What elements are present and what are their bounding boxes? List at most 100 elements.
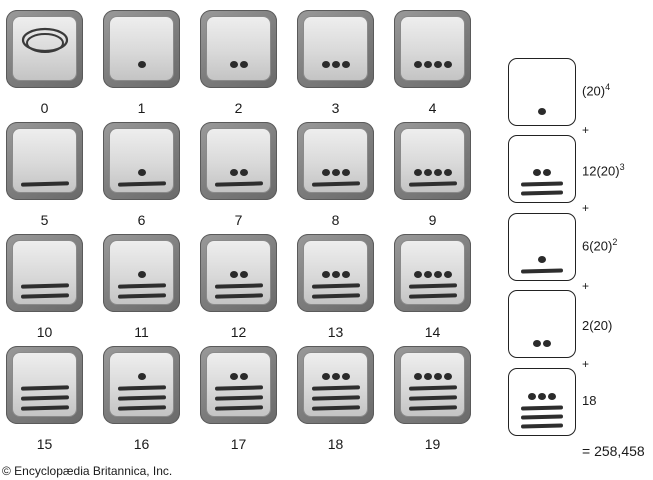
numeral-bar bbox=[312, 181, 360, 186]
numeral-tile bbox=[6, 234, 83, 312]
numeral-bar bbox=[215, 181, 263, 186]
numeral-dot bbox=[434, 169, 442, 176]
numeral-dot bbox=[543, 169, 551, 176]
numeral-dot bbox=[138, 61, 146, 68]
numeral-tile bbox=[200, 10, 277, 88]
numeral-bar bbox=[409, 405, 457, 410]
numeral-label: 19 bbox=[394, 436, 471, 452]
example-total: = 258,458 bbox=[582, 443, 645, 459]
numeral-bar bbox=[312, 283, 360, 288]
numeral-bar bbox=[21, 181, 69, 186]
numeral-dot bbox=[342, 169, 350, 176]
numeral-bar bbox=[21, 283, 69, 288]
numeral-dot bbox=[322, 61, 330, 68]
numeral-bar bbox=[409, 181, 457, 186]
example-glyph-box bbox=[508, 368, 576, 436]
numeral-dot bbox=[240, 61, 248, 68]
numeral-dot bbox=[342, 271, 350, 278]
numeral-tile bbox=[394, 346, 471, 424]
numeral-dot bbox=[424, 169, 432, 176]
example-term: 18 bbox=[582, 393, 596, 408]
numeral-tile bbox=[103, 234, 180, 312]
term-text: 2(20) bbox=[582, 318, 612, 333]
plus-sign: + bbox=[582, 279, 589, 293]
numeral-dot bbox=[533, 169, 541, 176]
numeral-bar bbox=[409, 385, 457, 390]
numeral-tile-face bbox=[401, 17, 464, 80]
numeral-bar bbox=[118, 385, 166, 390]
numeral-tile-face bbox=[304, 129, 367, 192]
term-exponent: 4 bbox=[605, 82, 610, 92]
term-text: 18 bbox=[582, 393, 596, 408]
numeral-tile-face bbox=[401, 353, 464, 416]
numeral-bar bbox=[21, 405, 69, 410]
shell-zero-icon bbox=[21, 27, 69, 57]
numeral-tile-face bbox=[110, 129, 173, 192]
plus-sign: + bbox=[582, 201, 589, 215]
numeral-dot bbox=[538, 393, 546, 400]
example-glyph-box bbox=[508, 135, 576, 203]
numeral-bar bbox=[312, 405, 360, 410]
numeral-label: 9 bbox=[394, 212, 471, 228]
numeral-label: 18 bbox=[297, 436, 374, 452]
numeral-bar bbox=[409, 283, 457, 288]
numeral-dot bbox=[538, 256, 546, 263]
numeral-dot bbox=[434, 271, 442, 278]
example-term: 12(20)3 bbox=[582, 162, 625, 178]
numeral-label: 5 bbox=[6, 212, 83, 228]
numeral-bar bbox=[21, 293, 69, 298]
numeral-dot bbox=[342, 61, 350, 68]
term-exponent: 3 bbox=[620, 162, 625, 172]
numeral-dot bbox=[543, 340, 551, 347]
term-text: 12(20) bbox=[582, 163, 620, 178]
numeral-bar bbox=[521, 181, 563, 186]
numeral-dot bbox=[548, 393, 556, 400]
numeral-dot bbox=[414, 61, 422, 68]
numeral-bar bbox=[215, 385, 263, 390]
numeral-label: 0 bbox=[6, 100, 83, 116]
numeral-dot bbox=[538, 108, 546, 115]
numeral-bar bbox=[521, 414, 563, 419]
numeral-tile-face bbox=[110, 241, 173, 304]
numeral-dot bbox=[424, 61, 432, 68]
term-text: 6(20) bbox=[582, 238, 612, 253]
numeral-bar bbox=[521, 268, 563, 273]
numeral-tile bbox=[297, 10, 374, 88]
plus-sign: + bbox=[582, 123, 589, 137]
numeral-dot bbox=[138, 271, 146, 278]
numeral-tile bbox=[394, 10, 471, 88]
numeral-dot bbox=[424, 271, 432, 278]
numeral-bar bbox=[409, 293, 457, 298]
numeral-bar bbox=[312, 385, 360, 390]
numeral-tile bbox=[200, 346, 277, 424]
numeral-dot bbox=[533, 340, 541, 347]
numeral-dot bbox=[342, 373, 350, 380]
numeral-dot bbox=[138, 373, 146, 380]
numeral-bar bbox=[521, 405, 563, 410]
numeral-label: 13 bbox=[297, 324, 374, 340]
numeral-bar bbox=[521, 423, 563, 428]
numeral-bar bbox=[118, 405, 166, 410]
numeral-tile bbox=[103, 346, 180, 424]
numeral-bar bbox=[409, 395, 457, 400]
numeral-bar bbox=[521, 190, 563, 195]
numeral-tile-face bbox=[207, 17, 270, 80]
numeral-bar bbox=[312, 293, 360, 298]
numeral-bar bbox=[215, 283, 263, 288]
numeral-bar bbox=[21, 395, 69, 400]
numeral-dot bbox=[414, 271, 422, 278]
numeral-dot bbox=[332, 169, 340, 176]
numeral-tile-face bbox=[304, 241, 367, 304]
numeral-dot bbox=[414, 169, 422, 176]
numeral-dot bbox=[230, 271, 238, 278]
numeral-label: 7 bbox=[200, 212, 277, 228]
numeral-dot bbox=[240, 373, 248, 380]
numeral-dot bbox=[138, 169, 146, 176]
numeral-dot bbox=[444, 169, 452, 176]
numeral-dot bbox=[230, 61, 238, 68]
example-term: 2(20) bbox=[582, 318, 612, 333]
example-glyph-box bbox=[508, 58, 576, 126]
numeral-tile-face bbox=[207, 353, 270, 416]
numeral-bar bbox=[118, 283, 166, 288]
numeral-dot bbox=[414, 373, 422, 380]
